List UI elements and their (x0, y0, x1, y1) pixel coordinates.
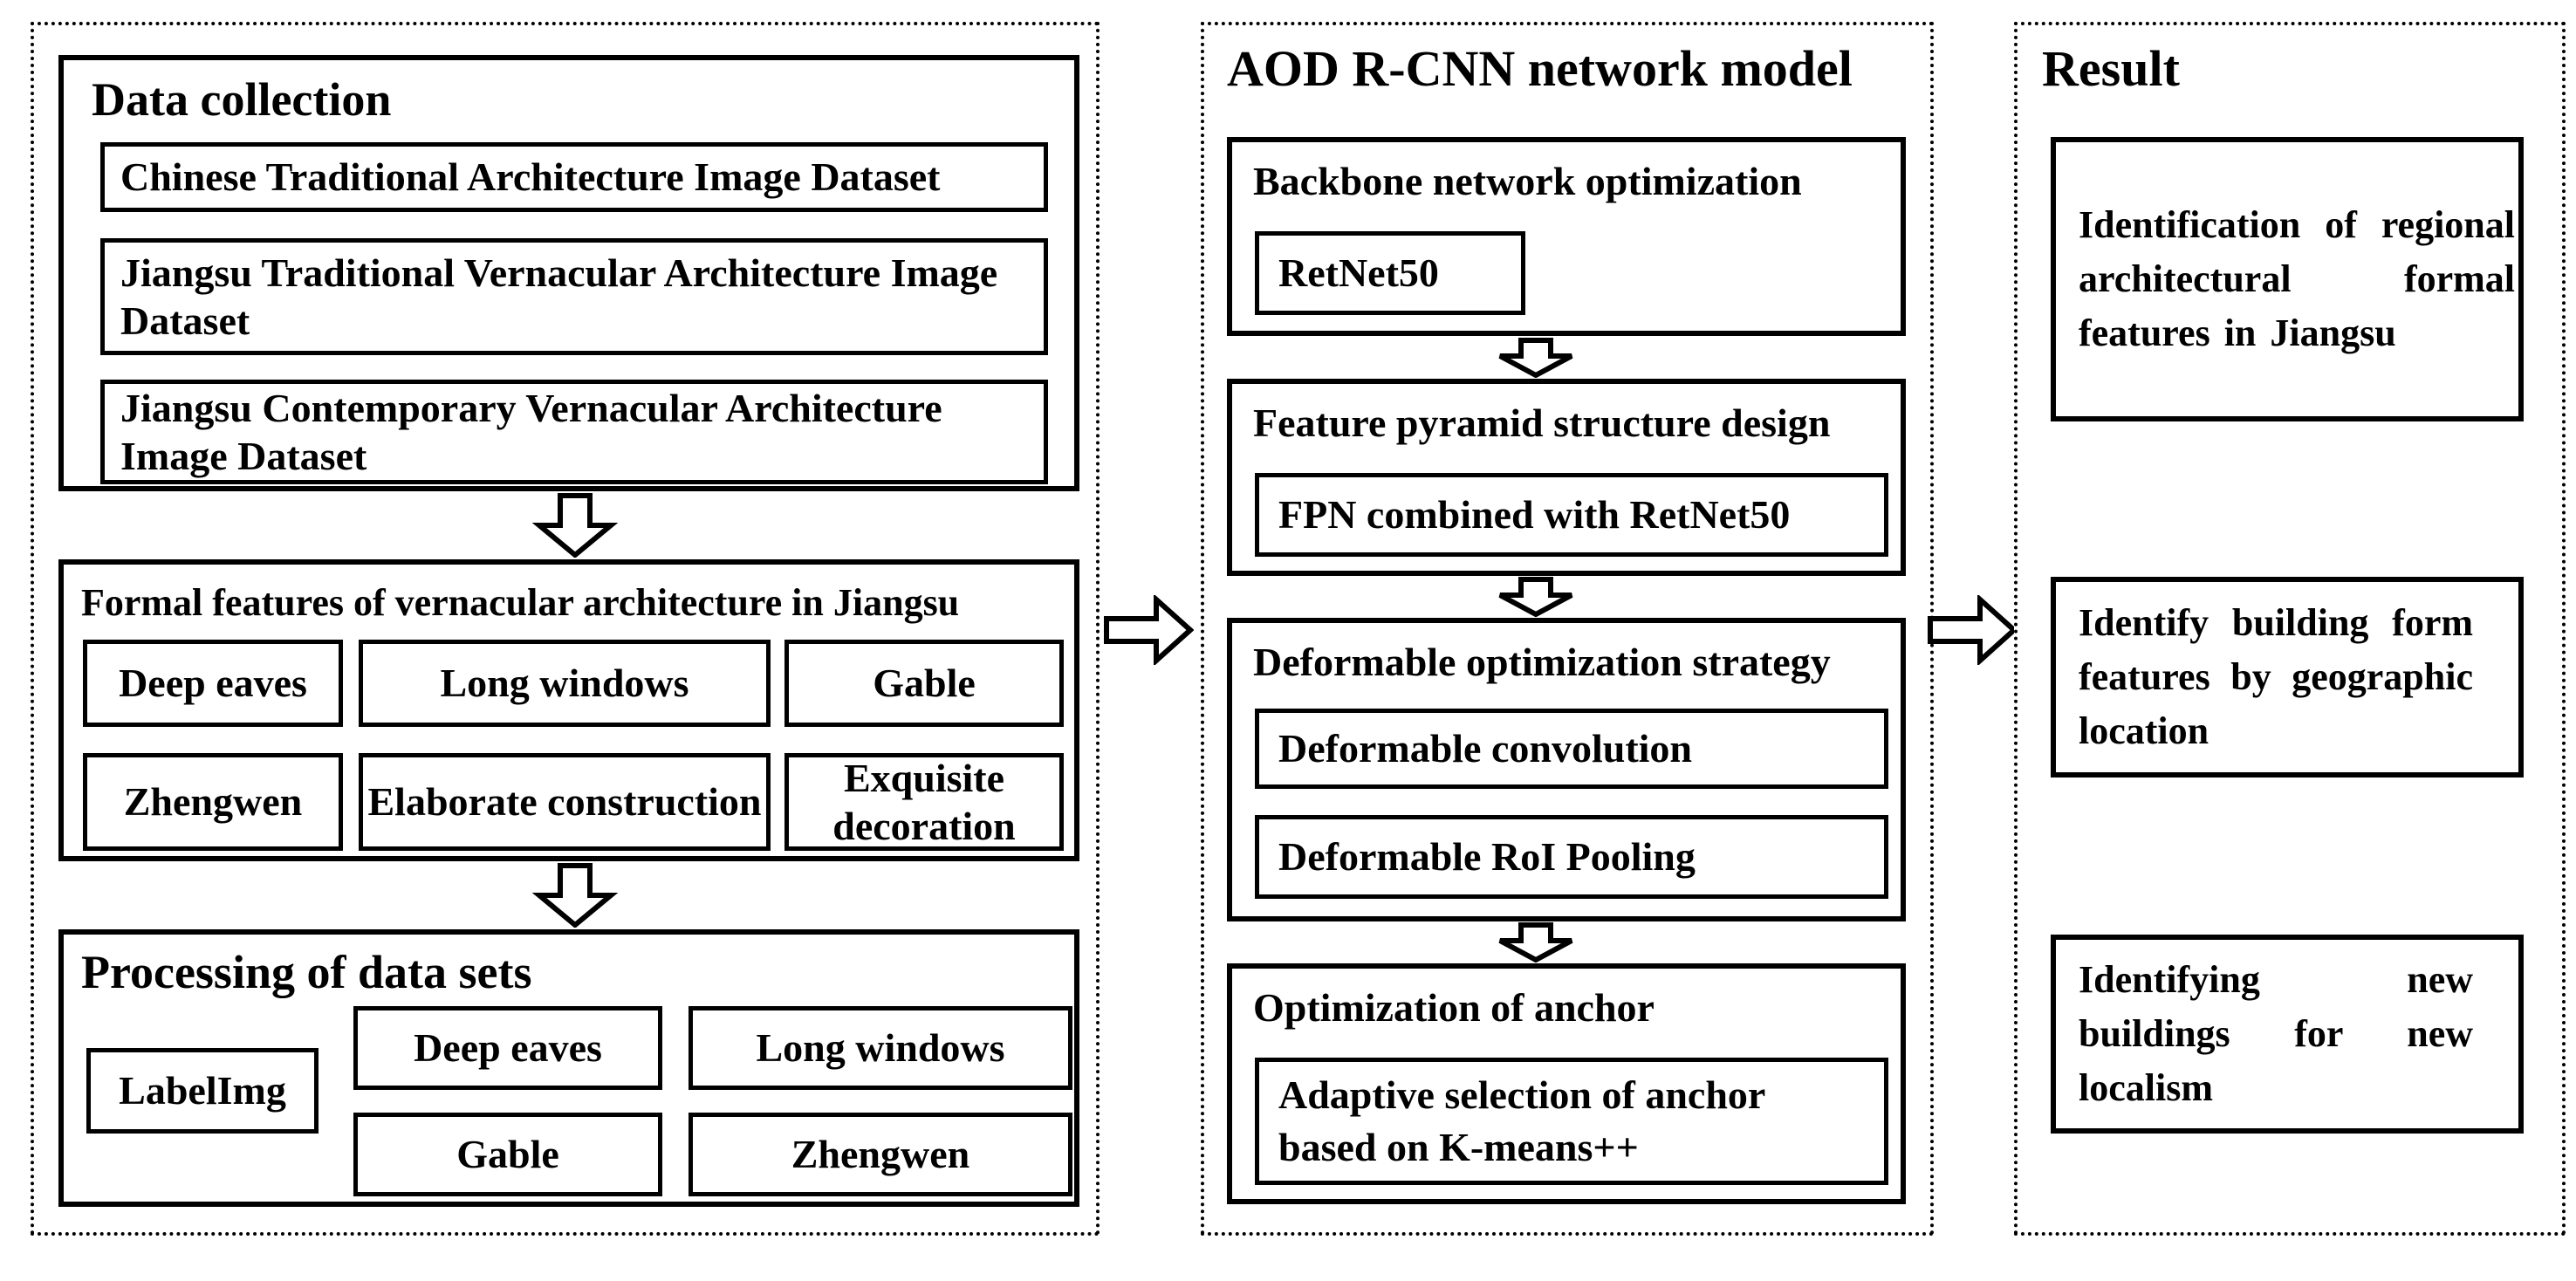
feature-box-gable: Gable (784, 640, 1064, 727)
fpn-box: FPN combined with RetNet50 (1255, 473, 1888, 557)
stage-title: Feature pyramid structure design (1253, 401, 1831, 445)
right-arrow-icon (1103, 595, 1194, 665)
feature-box-zhengwen: Zhengwen (83, 753, 343, 851)
panel-data-collection-column: Data collection Chinese Traditional Arch… (31, 22, 1100, 1236)
stage-backbone-network: Backbone network optimization RetNet50 (1227, 137, 1906, 336)
formal-features-section: Formal features of vernacular architectu… (58, 559, 1079, 861)
right-arrow-icon (1927, 595, 2018, 665)
down-arrow-icon (1492, 338, 1579, 378)
labelimg-tool-box: LabelImg (86, 1048, 319, 1134)
stage-title: Deformable optimization strategy (1253, 640, 1831, 684)
stage-title: Backbone network optimization (1253, 159, 1802, 203)
result-text: Identification of regional architectural… (2079, 203, 2515, 354)
result-box-regional-features: Identification of regional architectural… (2051, 137, 2524, 421)
feature-box-elaborate-construction: Elaborate construction (359, 753, 771, 851)
feature-box-long-windows: Long windows (359, 640, 771, 727)
result-text: Identifying new buildings for new locali… (2079, 958, 2473, 1109)
stage-deformable-strategy: Deformable optimization strategy Deforma… (1227, 618, 1906, 921)
network-model-title: AOD R-CNN network model (1227, 40, 1853, 97)
label-box-gable: Gable (353, 1113, 662, 1196)
formal-features-title: Formal features of vernacular architectu… (81, 581, 960, 624)
down-arrow-icon (1492, 577, 1579, 617)
feature-box-exquisite-decoration: Exquisite decoration (784, 753, 1064, 851)
label-box-zhengwen: Zhengwen (689, 1113, 1072, 1196)
dataset-box-chinese-traditional: Chinese Traditional Architecture Image D… (100, 142, 1048, 212)
kmeans-anchor-box: Adaptive selection of anchor based on K-… (1255, 1058, 1888, 1185)
dataset-box-jiangsu-contemporary: Jiangsu Contemporary Vernacular Architec… (100, 380, 1048, 484)
result-box-geographic-location: Identify building form features by geogr… (2051, 577, 2524, 778)
data-collection-section: Data collection Chinese Traditional Arch… (58, 55, 1079, 491)
panel-network-model-column: AOD R-CNN network model Backbone network… (1201, 22, 1934, 1236)
down-arrow-icon (1492, 922, 1579, 962)
processing-section: Processing of data sets LabelImg Deep ea… (58, 929, 1079, 1207)
dataset-box-jiangsu-traditional: Jiangsu Traditional Vernacular Architect… (100, 238, 1048, 355)
deformable-convolution-box: Deformable convolution (1255, 709, 1888, 789)
retnet50-box: RetNet50 (1255, 231, 1525, 315)
result-text: Identify building form features by geogr… (2079, 601, 2473, 752)
panel-result-column: Result Identification of regional archit… (2014, 22, 2566, 1236)
down-arrow-icon (531, 493, 619, 558)
down-arrow-icon (531, 863, 619, 928)
result-title: Result (2042, 40, 2180, 97)
label-box-long-windows: Long windows (689, 1006, 1072, 1090)
label-box-deep-eaves: Deep eaves (353, 1006, 662, 1090)
stage-feature-pyramid: Feature pyramid structure design FPN com… (1227, 379, 1906, 576)
stage-title: Optimization of anchor (1253, 985, 1655, 1030)
stage-anchor-optimization: Optimization of anchor Adaptive selectio… (1227, 963, 1906, 1204)
result-box-new-localism: Identifying new buildings for new locali… (2051, 935, 2524, 1134)
data-collection-title: Data collection (92, 73, 392, 126)
feature-box-deep-eaves: Deep eaves (83, 640, 343, 727)
processing-title: Processing of data sets (81, 946, 532, 998)
deformable-roi-pooling-box: Deformable RoI Pooling (1255, 815, 1888, 899)
